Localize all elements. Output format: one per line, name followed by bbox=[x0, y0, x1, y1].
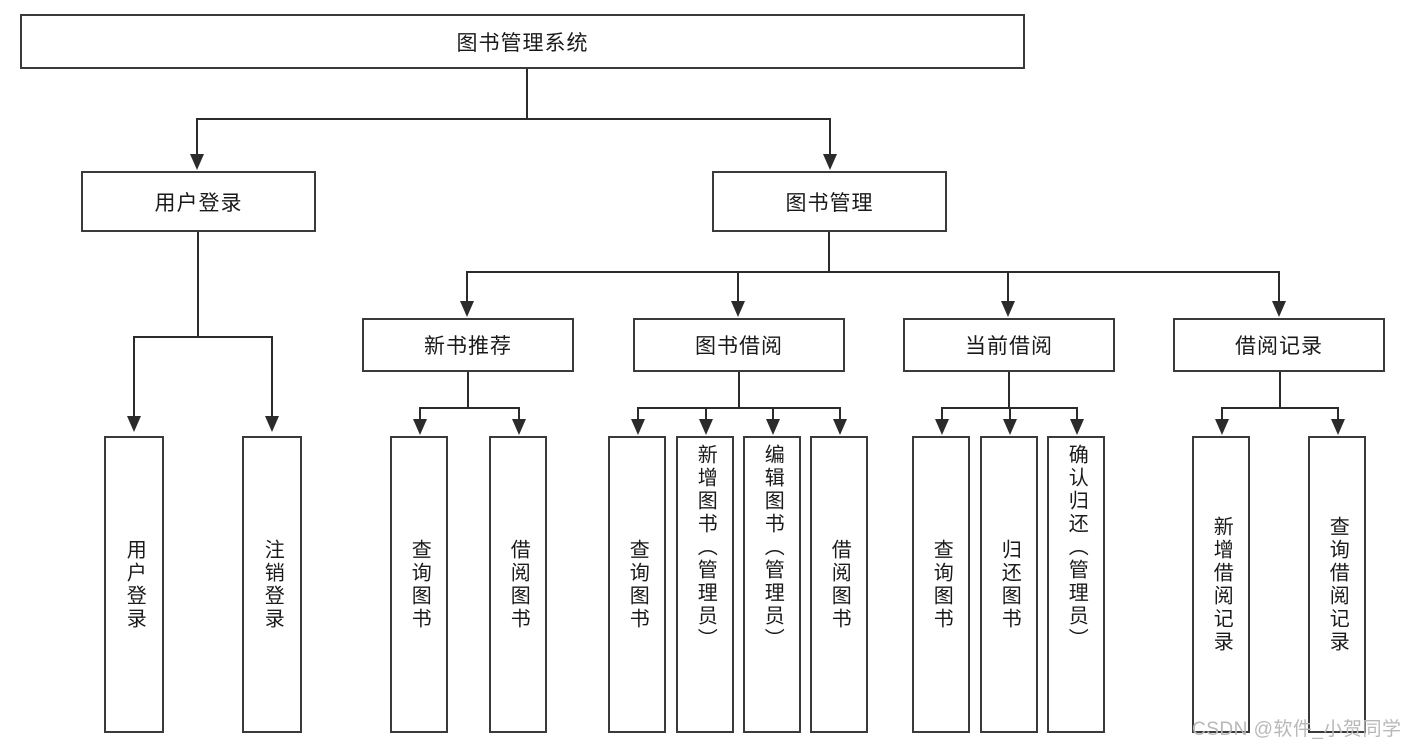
connector-book-mgmt-stem bbox=[828, 232, 830, 272]
arrowhead-book-borrow bbox=[731, 301, 745, 317]
connector-drop-book-borrow bbox=[737, 271, 739, 303]
connector-drop-leaf-current-borrow-1 bbox=[941, 407, 943, 421]
node-label: 借阅记录 bbox=[1235, 335, 1323, 358]
leaf-user-login-login[interactable]: 用户登录 bbox=[104, 436, 164, 733]
leaf-book-borrow-borrow-book[interactable]: 借阅图书 bbox=[810, 436, 868, 733]
arrowhead-leaf-current-borrow-3 bbox=[1070, 419, 1084, 435]
arrowhead-leaf-book-borrow-4 bbox=[833, 419, 847, 435]
connector-borrow-record-bus bbox=[1221, 407, 1339, 409]
leaf-user-login-logout[interactable]: 注销登录 bbox=[242, 436, 302, 733]
connector-drop-leaf-user-login-2 bbox=[271, 336, 273, 418]
connector-current-borrow-stem bbox=[1008, 372, 1010, 408]
arrowhead-leaf-book-borrow-2 bbox=[699, 419, 713, 435]
node-label: 新书推荐 bbox=[424, 335, 512, 358]
arrowhead-leaf-user-login-2 bbox=[265, 416, 279, 432]
connector-drop-leaf-borrow-record-1 bbox=[1221, 407, 1223, 421]
node-book-borrow[interactable]: 图书借阅 bbox=[633, 318, 845, 372]
csdn-watermark: CSDN @软件_小贺同学 bbox=[1192, 719, 1402, 740]
node-label: 注销登录 bbox=[261, 538, 284, 631]
connector-user-login-stem bbox=[197, 232, 199, 337]
connector-new-book-stem bbox=[467, 372, 469, 408]
connector-drop-borrow-record bbox=[1278, 271, 1280, 303]
node-label: 查询借阅记录 bbox=[1326, 515, 1349, 654]
connector-drop-user-login bbox=[196, 118, 198, 156]
arrowhead-user-login bbox=[190, 154, 204, 170]
arrowhead-book-mgmt bbox=[823, 154, 837, 170]
connector-drop-leaf-new-book-2 bbox=[518, 407, 520, 421]
connector-drop-new-book bbox=[466, 271, 468, 303]
leaf-new-book-query-book[interactable]: 查询图书 bbox=[390, 436, 448, 733]
connector-new-book-bus bbox=[419, 407, 520, 409]
connector-drop-leaf-user-login-1 bbox=[133, 336, 135, 418]
node-label: 借阅图书 bbox=[507, 538, 530, 631]
connector-drop-leaf-current-borrow-3 bbox=[1076, 407, 1078, 421]
node-book-management[interactable]: 图书管理 bbox=[712, 171, 947, 232]
arrowhead-leaf-current-borrow-2 bbox=[1003, 419, 1017, 435]
connector-tier3-bus bbox=[466, 271, 1280, 273]
connector-root-stem bbox=[526, 69, 528, 119]
arrowhead-leaf-user-login-1 bbox=[127, 416, 141, 432]
node-label: 借阅图书 bbox=[828, 538, 851, 631]
leaf-new-book-borrow-book[interactable]: 借阅图书 bbox=[489, 436, 547, 733]
connector-drop-leaf-book-borrow-3 bbox=[772, 407, 774, 421]
arrowhead-borrow-record bbox=[1272, 301, 1286, 317]
node-label: 当前借阅 bbox=[965, 335, 1053, 358]
connector-tier2-bus bbox=[196, 118, 830, 120]
node-label: 归还图书 bbox=[998, 538, 1021, 631]
connector-borrow-record-stem bbox=[1279, 372, 1281, 408]
node-label: 确认归还（管理员） bbox=[1065, 444, 1088, 651]
node-label: 新增借阅记录 bbox=[1210, 515, 1233, 654]
connector-drop-book-mgmt bbox=[829, 118, 831, 156]
node-label: 图书借阅 bbox=[695, 335, 783, 358]
connector-drop-leaf-book-borrow-4 bbox=[839, 407, 841, 421]
node-label: 新增图书（管理员） bbox=[694, 444, 717, 651]
node-label: 用户登录 bbox=[123, 538, 146, 631]
arrowhead-leaf-new-book-1 bbox=[413, 419, 427, 435]
arrowhead-leaf-new-book-2 bbox=[512, 419, 526, 435]
connector-drop-leaf-current-borrow-2 bbox=[1009, 407, 1011, 421]
node-label: 查询图书 bbox=[408, 538, 431, 631]
arrowhead-leaf-book-borrow-1 bbox=[631, 419, 645, 435]
leaf-book-borrow-edit-book-admin[interactable]: 编辑图书（管理员） bbox=[743, 436, 801, 733]
node-current-borrow[interactable]: 当前借阅 bbox=[903, 318, 1115, 372]
leaf-book-borrow-add-book-admin[interactable]: 新增图书（管理员） bbox=[676, 436, 734, 733]
arrowhead-current-borrow bbox=[1001, 301, 1015, 317]
connector-drop-leaf-borrow-record-2 bbox=[1337, 407, 1339, 421]
node-label: 查询图书 bbox=[626, 538, 649, 631]
leaf-borrow-record-query-record[interactable]: 查询借阅记录 bbox=[1308, 436, 1366, 733]
connector-drop-leaf-book-borrow-2 bbox=[705, 407, 707, 421]
connector-book-borrow-stem bbox=[738, 372, 740, 408]
node-label: 图书管理系统 bbox=[456, 31, 589, 55]
arrowhead-new-book bbox=[460, 301, 474, 317]
connector-drop-leaf-new-book-1 bbox=[419, 407, 421, 421]
node-borrow-record[interactable]: 借阅记录 bbox=[1173, 318, 1385, 372]
arrowhead-leaf-current-borrow-1 bbox=[935, 419, 949, 435]
node-new-book-recommend[interactable]: 新书推荐 bbox=[362, 318, 574, 372]
leaf-current-borrow-return-book[interactable]: 归还图书 bbox=[980, 436, 1038, 733]
leaf-current-borrow-confirm-return-admin[interactable]: 确认归还（管理员） bbox=[1047, 436, 1105, 733]
arrowhead-leaf-borrow-record-2 bbox=[1331, 419, 1345, 435]
node-label: 用户登录 bbox=[154, 191, 243, 215]
leaf-current-borrow-query-book[interactable]: 查询图书 bbox=[912, 436, 970, 733]
node-label: 编辑图书（管理员） bbox=[761, 444, 784, 651]
connector-drop-current-borrow bbox=[1007, 271, 1009, 303]
connector-drop-leaf-book-borrow-1 bbox=[637, 407, 639, 421]
node-label: 图书管理 bbox=[785, 191, 874, 215]
arrowhead-leaf-book-borrow-3 bbox=[766, 419, 780, 435]
node-user-login[interactable]: 用户登录 bbox=[81, 171, 316, 232]
connector-book-borrow-bus bbox=[637, 407, 840, 409]
connector-user-login-bus bbox=[133, 336, 273, 338]
node-root-system[interactable]: 图书管理系统 bbox=[20, 14, 1025, 69]
node-label: 查询图书 bbox=[930, 538, 953, 631]
leaf-borrow-record-add-record[interactable]: 新增借阅记录 bbox=[1192, 436, 1250, 733]
arrowhead-leaf-borrow-record-1 bbox=[1215, 419, 1229, 435]
leaf-book-borrow-query-book[interactable]: 查询图书 bbox=[608, 436, 666, 733]
